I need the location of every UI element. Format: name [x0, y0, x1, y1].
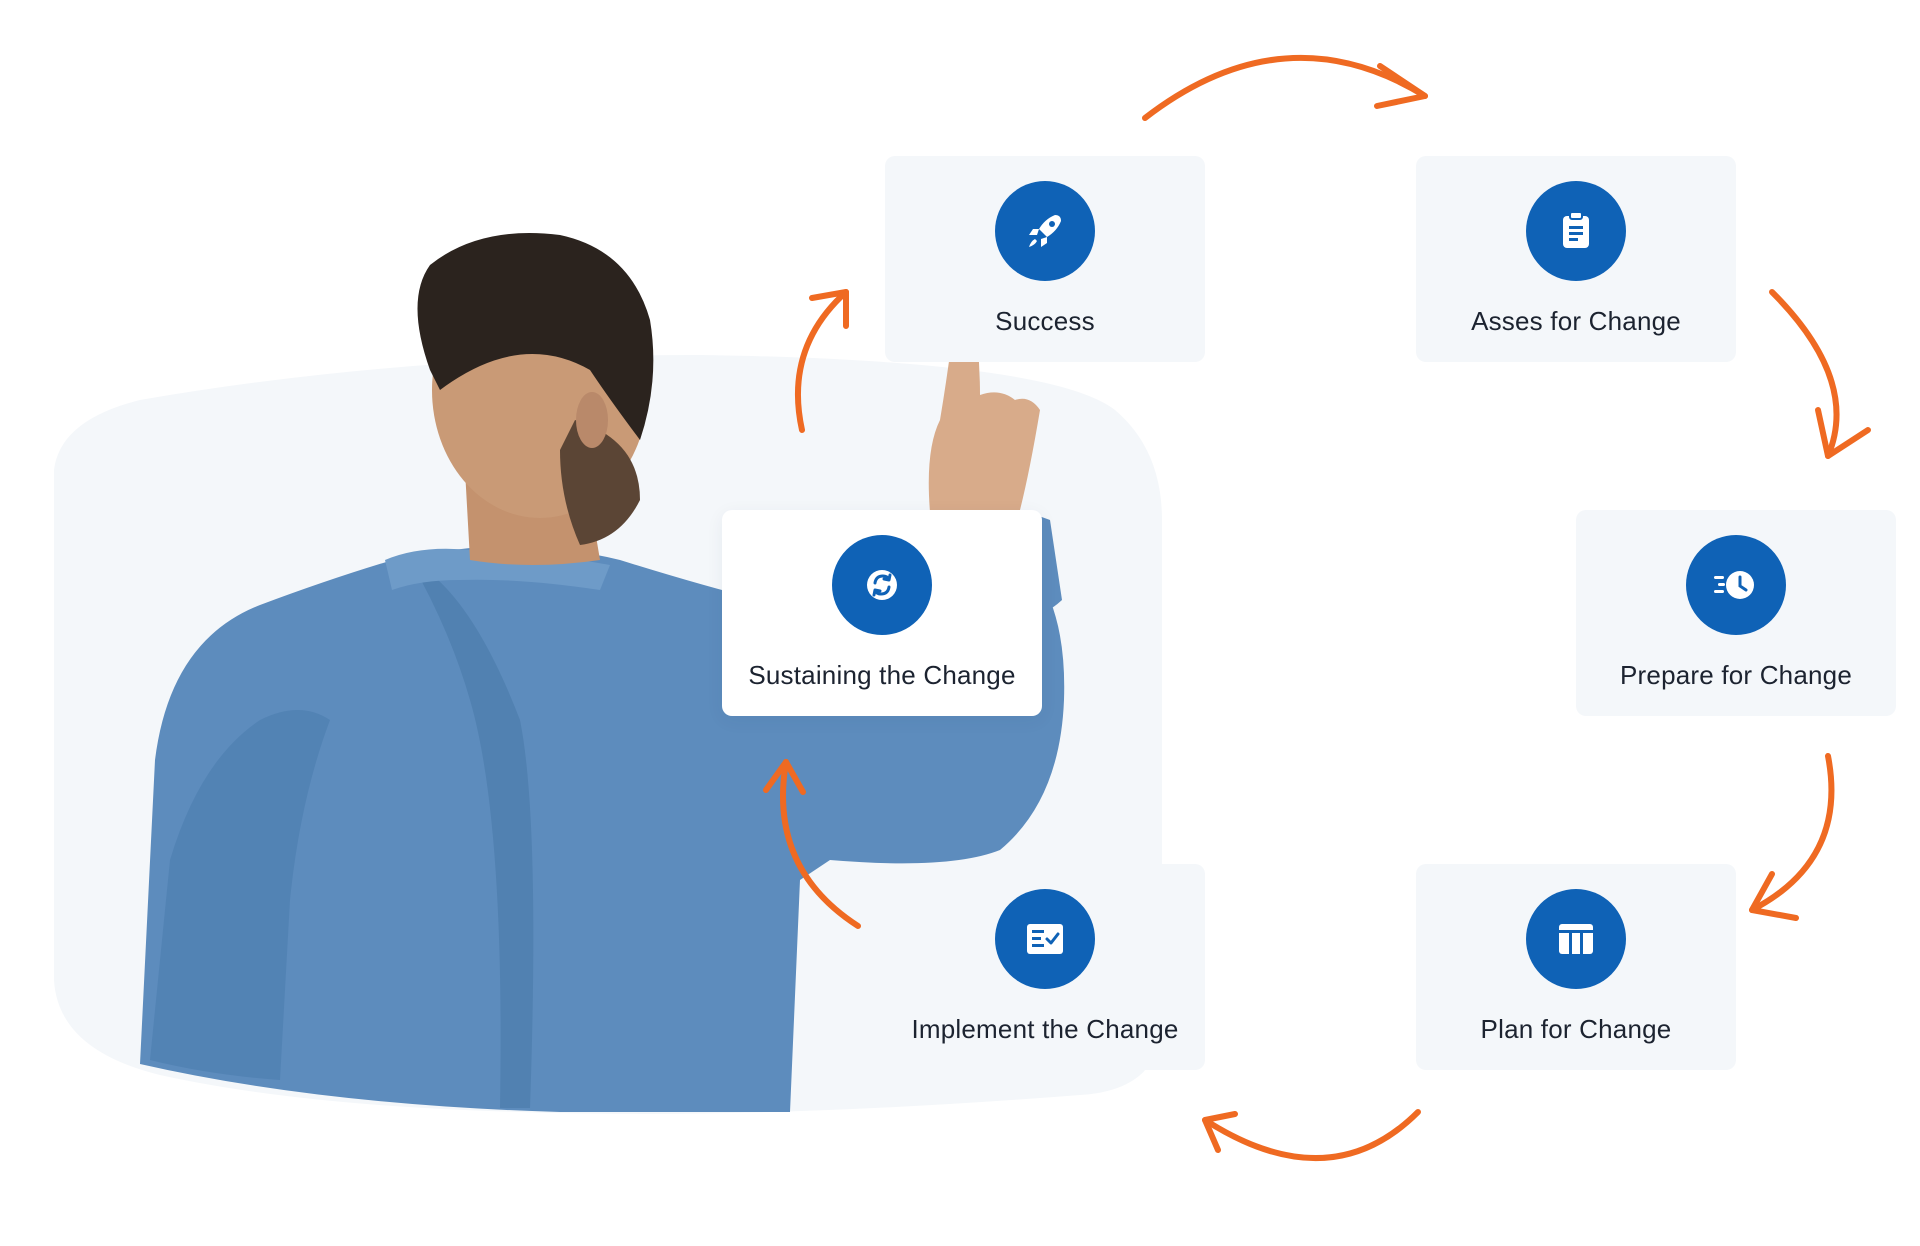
clipboard-icon	[1526, 181, 1626, 281]
fast-clock-icon	[1686, 535, 1786, 635]
step-label-sustain: Sustaining the Change	[748, 660, 1016, 690]
rocket-icon	[995, 181, 1095, 281]
step-label-assess: Asses for Change	[1471, 306, 1681, 336]
step-card-prepare: Prepare for Change	[1576, 510, 1896, 716]
step-label-plan: Plan for Change	[1480, 1014, 1672, 1044]
step-card-implement: Implement the Change	[885, 864, 1205, 1070]
table-icon	[1526, 889, 1626, 989]
sync-icon	[832, 535, 932, 635]
step-label-prepare: Prepare for Change	[1620, 660, 1852, 690]
checklist-icon	[995, 889, 1095, 989]
step-card-plan: Plan for Change	[1416, 864, 1736, 1070]
step-label-implement: Implement the Change	[911, 1014, 1179, 1044]
step-card-success: Success	[885, 156, 1205, 362]
step-card-sustain: Sustaining the Change	[722, 510, 1042, 716]
step-label-success: Success	[995, 306, 1095, 336]
step-card-assess: Asses for Change	[1416, 156, 1736, 362]
